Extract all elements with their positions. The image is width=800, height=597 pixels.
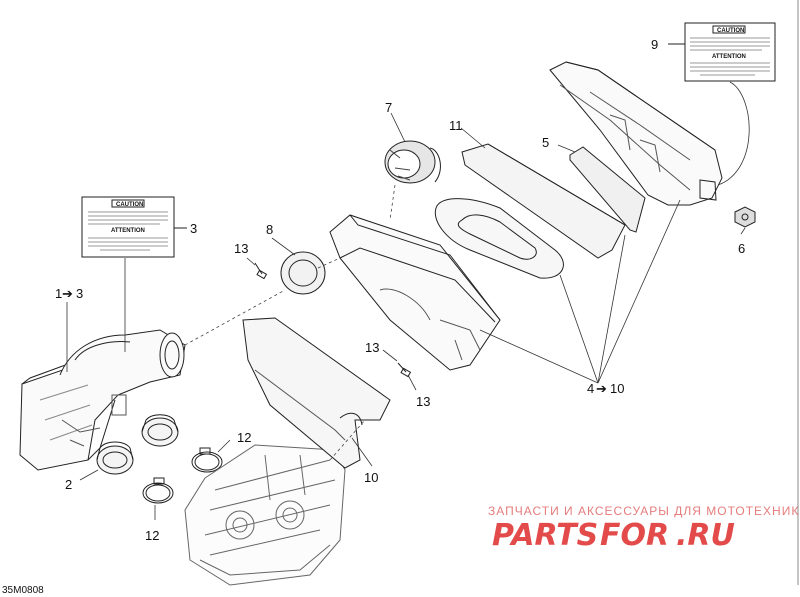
lower-cover [242, 317, 391, 469]
foam-strip [569, 146, 646, 233]
watermark-brand-right: .RU [676, 518, 735, 553]
watermark-brand-left: PARTS [492, 518, 598, 553]
rubber-boot-2 [141, 414, 179, 447]
callout-6: 6 [738, 241, 745, 256]
watermark-brand-mid: FOR [600, 518, 669, 553]
callout-2: 2 [65, 477, 72, 492]
callout-arrow-4: ➔ [596, 381, 607, 396]
callout-arrow-1: ➔ [62, 286, 73, 301]
watermark-tagline: ЗАПЧАСТИ И АКСЕССУАРЫ ДЛЯ МОТОТЕХНИКИ [488, 504, 800, 518]
decal-caution-heading: CAUTION [116, 202, 143, 208]
callouts: 1 ➔ 3 2 3 4 ➔ 10 5 6 7 8 9 10 11 12 12 1… [55, 37, 745, 543]
callout-1: 1 [55, 286, 62, 301]
adaptor-ring [280, 251, 326, 295]
hose-clamp [191, 447, 223, 473]
decal-text-2: CAUTION ATTENTION [690, 28, 770, 76]
caution-decal-1 [81, 196, 187, 258]
callout-11: 11 [449, 118, 463, 133]
watermark: ЗАПЧАСТИ И АКСЕССУАРЫ ДЛЯ МОТОТЕХНИКИ PA… [488, 504, 800, 553]
callout-8: 8 [266, 222, 273, 237]
decal-attention-heading-2: ATTENTION [712, 54, 746, 60]
inlet-adaptor [384, 140, 441, 184]
callout-13a: 13 [234, 241, 248, 256]
callout-7: 7 [385, 100, 392, 115]
callout-13b: 13 [365, 340, 379, 355]
callout-13c: 13 [416, 394, 430, 409]
alignment-lines [184, 184, 396, 461]
callout-12a: 12 [237, 430, 251, 445]
air-filter-housing [329, 214, 501, 371]
callout-1-to: 3 [76, 286, 83, 301]
callout-12b: 12 [145, 528, 159, 543]
callout-4-to: 10 [610, 381, 624, 396]
decal-text-1: CAUTION ATTENTION [88, 202, 168, 251]
callout-5: 5 [542, 135, 549, 150]
air-box-cover [549, 61, 723, 206]
callout-9: 9 [651, 37, 658, 52]
callout-3: 3 [190, 221, 197, 236]
hose-clamp-2 [142, 477, 174, 504]
rubber-boot [96, 441, 134, 475]
filter-frame [434, 198, 564, 279]
diagram-code: 35M0808 [2, 585, 44, 596]
filter-element [461, 143, 626, 259]
screw [254, 262, 268, 280]
decal-caution-heading-2: CAUTION [717, 28, 744, 34]
leader-lines [66, 81, 750, 520]
nut [734, 206, 756, 228]
decal-attention-heading: ATTENTION [111, 228, 145, 234]
screw-2 [397, 362, 412, 378]
callout-10: 10 [364, 470, 378, 485]
engine-outline [184, 444, 346, 586]
callout-4: 4 [587, 381, 594, 396]
intake-silencer-housing [19, 329, 186, 471]
